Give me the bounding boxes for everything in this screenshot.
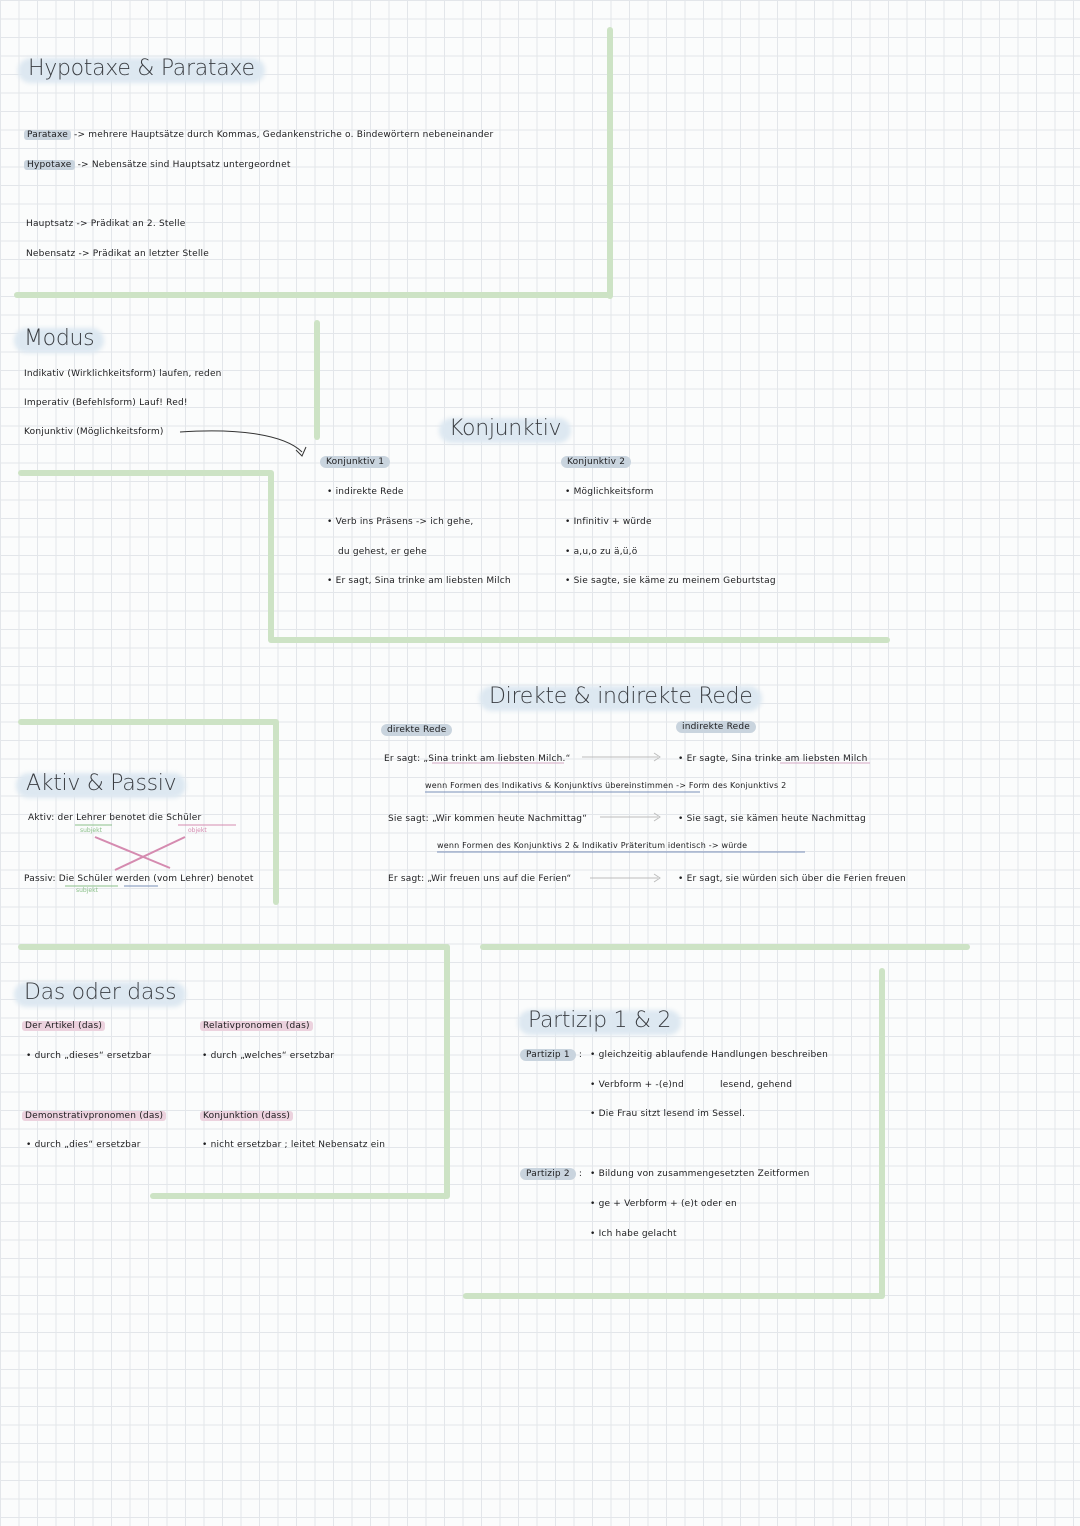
nebensatz-line: Nebensatz -> Prädikat an letzter Stelle bbox=[26, 249, 209, 259]
rede-note-1: wenn Formen des Indikativs & Konjunktivs… bbox=[425, 781, 787, 790]
konjunktiv-2-item: • a,u,o zu ä,ü,ö bbox=[565, 547, 638, 557]
konj-label: Konjunktion (dass) bbox=[200, 1111, 294, 1122]
konjunktiv-1-item: • indirekte Rede bbox=[327, 487, 404, 497]
partizip-2-form: • ge + Verbform + (e)t oder en bbox=[590, 1199, 737, 1209]
partizip-1-example-words: lesend, gehend bbox=[720, 1080, 793, 1090]
rede-direkt-3: Er sagt: „Wir freuen uns auf die Ferien“ bbox=[388, 874, 572, 884]
hypotaxe-text: -> Nebensätze sind Hauptsatz untergeordn… bbox=[77, 160, 291, 170]
indirekte-rede-label: indirekte Rede bbox=[676, 721, 757, 733]
parataxe-term: Parataxe bbox=[24, 130, 71, 140]
hauptsatz-line: Hauptsatz -> Prädikat an 2. Stelle bbox=[26, 219, 186, 229]
section-title-modus: Modus bbox=[24, 326, 95, 351]
section-title-rede: Direkte & indirekte Rede bbox=[489, 684, 753, 709]
aktiv-sentence: Aktiv: der Lehrer benotet die Schüler bbox=[28, 813, 202, 823]
aktiv-verb: benotet bbox=[109, 813, 146, 823]
modus-imperativ: Imperativ (Befehlsform) Lauf! Red! bbox=[24, 398, 188, 408]
section-title-aktiv: Aktiv & Passiv bbox=[26, 771, 177, 796]
objekt-label: objekt bbox=[188, 827, 207, 834]
artikel-label: Der Artikel (das) bbox=[22, 1021, 106, 1032]
divider-line bbox=[268, 470, 274, 642]
partizip-1-label: Partizip 1 : bbox=[520, 1049, 582, 1061]
konjunktiv-2-item: • Möglichkeitsform bbox=[565, 487, 654, 497]
divider-line bbox=[314, 320, 320, 440]
section-title-dass: Das oder dass bbox=[24, 980, 177, 1005]
section-title-partizip: Partizip 1 & 2 bbox=[528, 1008, 672, 1033]
partizip-1-desc: • gleichzeitig ablaufende Handlungen bes… bbox=[590, 1050, 829, 1060]
aktiv-subject: der Lehrer bbox=[57, 813, 107, 823]
konjunktiv-2-item: • Infinitiv + würde bbox=[565, 517, 652, 527]
subjekt-label: subjekt bbox=[80, 827, 102, 834]
section-title-konjunktiv: Konjunktiv bbox=[449, 416, 562, 441]
relativ-item: • durch „welches“ ersetzbar bbox=[202, 1051, 335, 1061]
demo-label: Demonstrativpronomen (das) bbox=[22, 1111, 167, 1122]
divider-line bbox=[273, 719, 279, 905]
partizip-1-form: • Verbform + -(e)nd bbox=[590, 1080, 684, 1090]
subjekt-label: subjekt bbox=[76, 887, 98, 894]
passiv-rest: werden (vom Lehrer) benotet bbox=[115, 874, 254, 884]
divider-line bbox=[14, 292, 612, 298]
section-title-hypotaxe: Hypotaxe & Parataxe bbox=[28, 56, 255, 81]
artikel-item: • durch „dieses“ ersetzbar bbox=[26, 1051, 152, 1061]
rede-indirekt-1: • Er sagte, Sina trinke am liebsten Milc… bbox=[678, 754, 868, 764]
divider-line bbox=[607, 27, 613, 299]
demo-item: • durch „dies“ ersetzbar bbox=[26, 1140, 141, 1150]
konjunktiv-1-label: Konjunktiv 1 bbox=[320, 456, 391, 468]
modus-indikativ: Indikativ (Wirklichkeitsform) laufen, re… bbox=[24, 369, 222, 379]
konjunktiv-1-item: • Er sagt, Sina trinke am liebsten Milch bbox=[327, 576, 511, 586]
divider-line bbox=[150, 1193, 450, 1199]
hypotaxe-term: Hypotaxe bbox=[24, 160, 75, 170]
konj-item: • nicht ersetzbar ; leitet Nebensatz ein bbox=[202, 1140, 386, 1150]
divider-line bbox=[480, 944, 970, 950]
konjunktiv-1-item: • Verb ins Präsens -> ich gehe, bbox=[327, 517, 474, 527]
divider-line bbox=[268, 637, 890, 643]
divider-line bbox=[463, 1293, 885, 1299]
partizip-2-sentence: • Ich habe gelacht bbox=[590, 1229, 677, 1239]
partizip-1-sentence: • Die Frau sitzt lesend im Sessel. bbox=[590, 1109, 746, 1119]
konjunktiv-1-item: du gehest, er gehe bbox=[338, 547, 427, 557]
partizip-2-label: Partizip 2 : bbox=[520, 1168, 582, 1180]
parataxe-line: Parataxe -> mehrere Hauptsätze durch Kom… bbox=[24, 130, 493, 141]
passiv-subject: Die Schüler bbox=[58, 874, 113, 884]
passiv-sentence: Passiv: Die Schüler werden (vom Lehrer) … bbox=[24, 874, 254, 884]
hypotaxe-line: Hypotaxe -> Nebensätze sind Hauptsatz un… bbox=[24, 160, 291, 171]
modus-konjunktiv: Konjunktiv (Möglichkeitsform) bbox=[24, 427, 164, 437]
rede-direkt-2: Sie sagt: „Wir kommen heute Nachmittag“ bbox=[388, 814, 588, 824]
parataxe-text: -> mehrere Hauptsätze durch Kommas, Geda… bbox=[74, 130, 494, 140]
rede-direkt-1: Er sagt: „Sina trinkt am liebsten Milch.… bbox=[384, 754, 571, 764]
konjunktiv-2-item: • Sie sagte, sie käme zu meinem Geburtst… bbox=[565, 576, 776, 586]
divider-line bbox=[18, 470, 273, 476]
direkte-rede-label: direkte Rede bbox=[381, 724, 453, 736]
divider-line bbox=[18, 719, 278, 725]
relativ-label: Relativpronomen (das) bbox=[200, 1021, 313, 1032]
rede-indirekt-2: • Sie sagt, sie kämen heute Nachmittag bbox=[678, 814, 866, 824]
divider-line bbox=[879, 968, 885, 1298]
divider-line bbox=[444, 944, 450, 1198]
rede-note-2: wenn Formen des Konjunktivs 2 & Indikati… bbox=[437, 841, 748, 850]
partizip-2-desc: • Bildung von zusammengesetzten Zeitform… bbox=[590, 1169, 810, 1179]
konjunktiv-2-label: Konjunktiv 2 bbox=[561, 456, 632, 468]
aktiv-object: die Schüler bbox=[148, 813, 202, 823]
rede-indirekt-3: • Er sagt, sie würden sich über die Feri… bbox=[678, 874, 906, 884]
divider-line bbox=[18, 944, 448, 950]
